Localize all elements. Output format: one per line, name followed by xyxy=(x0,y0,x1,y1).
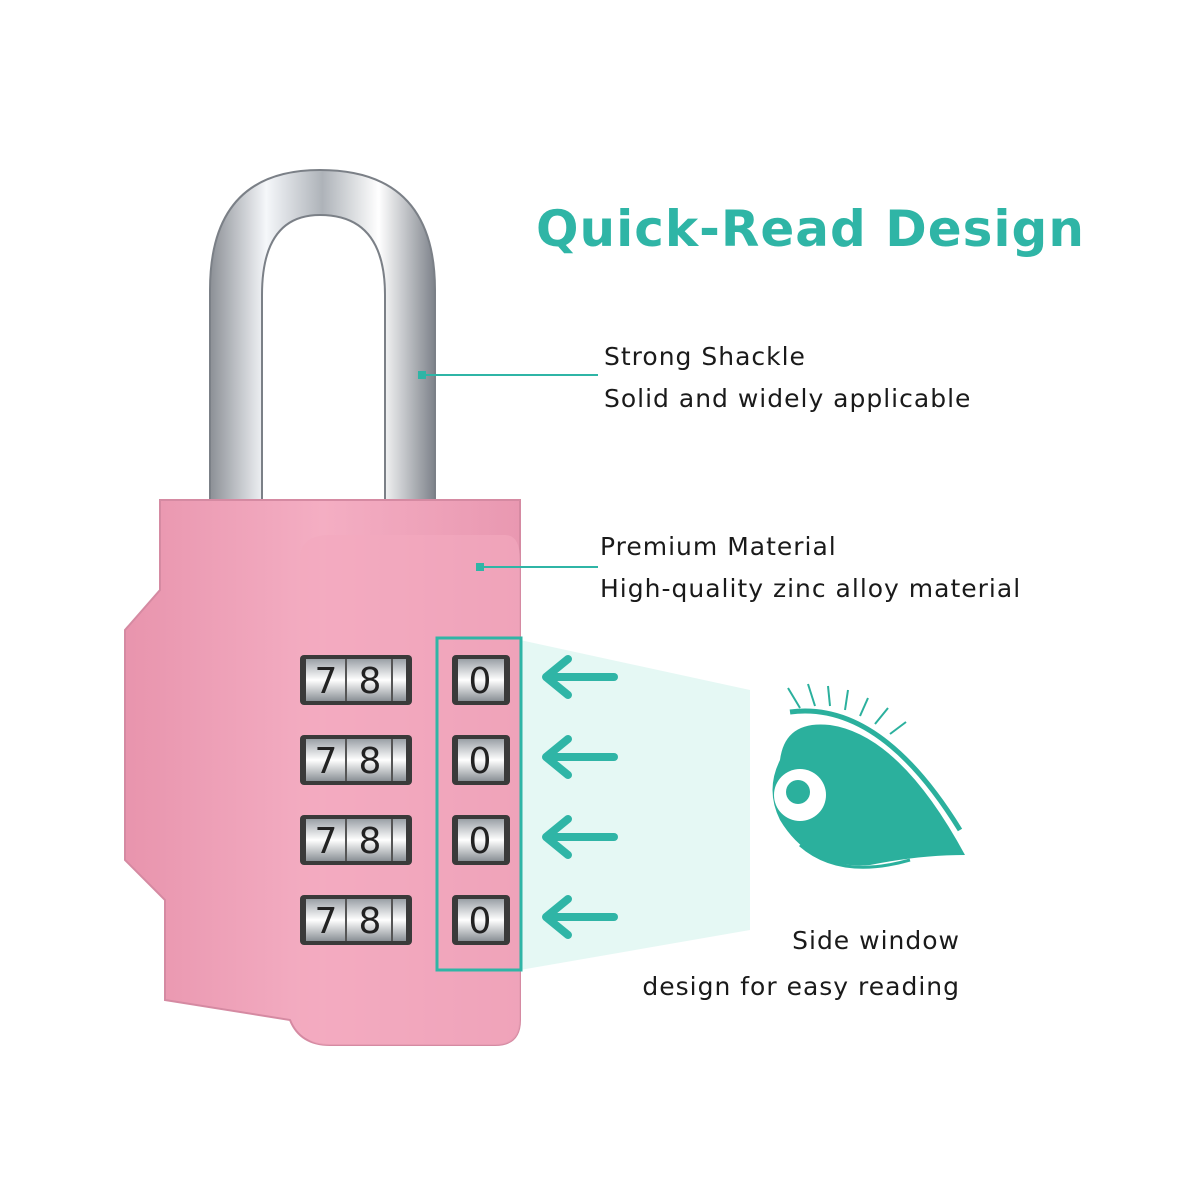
arrow-left-icon xyxy=(542,815,618,859)
dial-wheel xyxy=(306,659,406,701)
view-beam xyxy=(520,640,750,970)
dial-digit: 7 xyxy=(315,821,338,862)
window-callout: Side window design for easy reading xyxy=(642,918,960,1010)
material-callout-description: High-quality zinc alloy material xyxy=(600,574,1022,603)
shackle-callout-description: Solid and widely applicable xyxy=(604,384,972,413)
arrows xyxy=(542,655,618,939)
window-callout-line1: Side window xyxy=(792,926,960,955)
side-dial-wheel xyxy=(458,899,504,941)
headline: Quick-Read Design xyxy=(536,200,1085,258)
dial-digit: 7 xyxy=(315,661,338,702)
side-dial-digit: 0 xyxy=(469,821,492,862)
dial-digit: 7 xyxy=(315,901,338,942)
side-window-frame xyxy=(435,636,523,972)
side-dial-digit: 0 xyxy=(469,661,492,702)
dial-wheel xyxy=(306,899,406,941)
dial-digit: 7 xyxy=(315,741,338,782)
side-dial-digit: 0 xyxy=(469,741,492,782)
side-dial-wheel xyxy=(458,659,504,701)
material-callout-title: Premium Material xyxy=(600,532,837,561)
side-dial-wheel xyxy=(458,739,504,781)
shackle-callout-title: Strong Shackle xyxy=(604,342,806,371)
shackle-callout: Strong Shackle Solid and widely applicab… xyxy=(604,336,971,420)
dial-digit: 8 xyxy=(359,821,382,862)
dial-digit: 8 xyxy=(359,661,382,702)
side-dial-digit: 0 xyxy=(469,901,492,942)
dial-digit: 8 xyxy=(359,741,382,782)
dial-wheel xyxy=(306,739,406,781)
arrow-left-icon xyxy=(542,655,618,699)
dial-wheel xyxy=(306,819,406,861)
side-dial-wheel xyxy=(458,819,504,861)
material-callout: Premium Material High-quality zinc alloy… xyxy=(600,526,1021,610)
arrow-left-icon xyxy=(542,895,618,939)
dial-digit: 8 xyxy=(359,901,382,942)
arrow-left-icon xyxy=(542,735,618,779)
shackle xyxy=(209,168,436,521)
window-callout-line2: design for easy reading xyxy=(642,972,960,1001)
eye-icon xyxy=(772,683,965,869)
